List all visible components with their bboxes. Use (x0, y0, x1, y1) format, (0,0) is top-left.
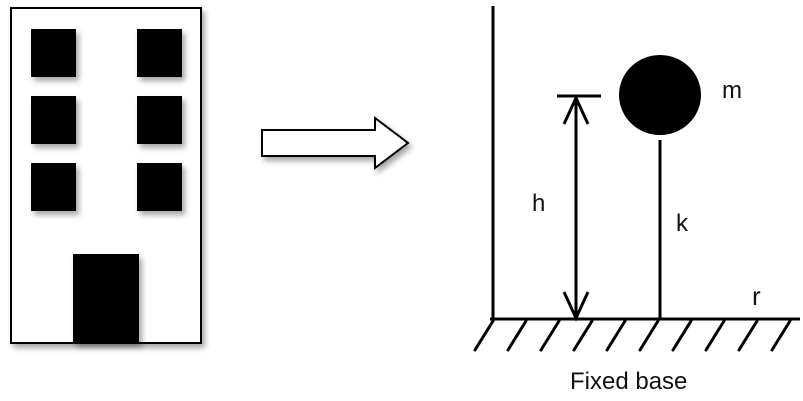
height-dimension (557, 94, 601, 322)
hatch-mark (473, 319, 495, 352)
hollow-arrow-icon (261, 115, 410, 171)
mass-label: m (722, 77, 742, 104)
building-door (73, 254, 139, 343)
window (31, 163, 76, 211)
hatch-mark (539, 319, 561, 352)
mass-circle (619, 55, 701, 135)
building (10, 7, 202, 344)
arrowhead-down-icon (562, 291, 590, 322)
window (31, 29, 76, 77)
hatch-mark (506, 319, 528, 352)
damping-label: r (752, 281, 761, 311)
hatch-mark (770, 319, 792, 352)
building-windows (31, 29, 182, 211)
hatch-mark (638, 319, 660, 352)
fixed-base-label: Fixed base (570, 368, 687, 395)
hatch-mark (671, 319, 693, 352)
ground-hatching (473, 319, 792, 352)
stiffness-label: k (676, 210, 689, 237)
window (137, 96, 182, 144)
window (137, 29, 182, 77)
window (137, 163, 182, 211)
hatch-mark (737, 319, 759, 352)
height-label: h (532, 190, 545, 217)
hatch-mark (605, 319, 627, 352)
window (31, 96, 76, 144)
hatch-mark (704, 319, 726, 352)
arrowhead-up-icon (562, 94, 590, 125)
sdof-model: m h k r Fixed base (473, 6, 800, 395)
hatch-mark (572, 319, 594, 352)
